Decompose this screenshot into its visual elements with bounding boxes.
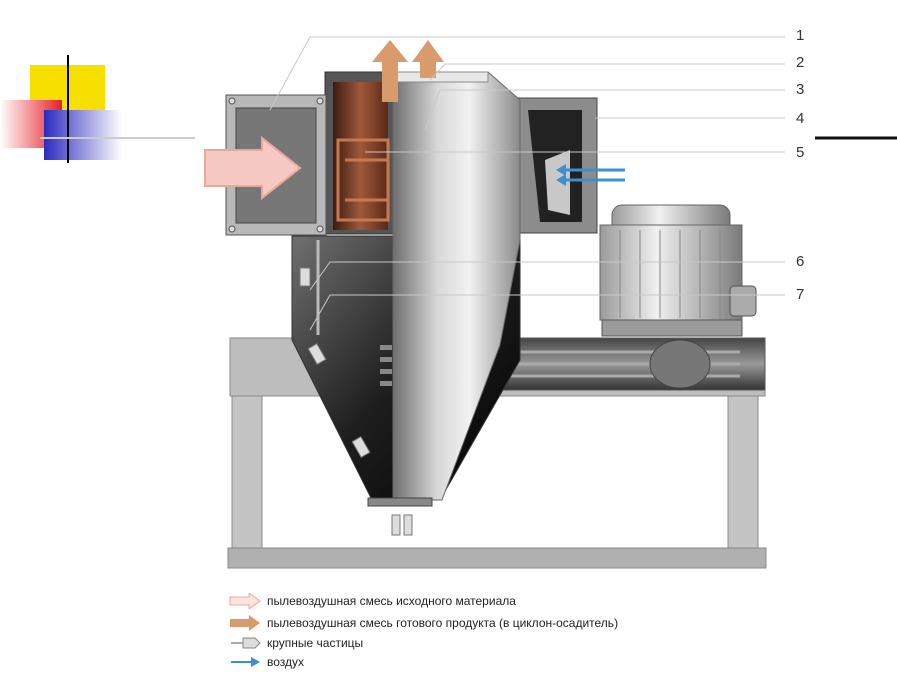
legend-item-feed: пылевоздушная смесь исходного материала (229, 592, 516, 610)
bottom-outlet (367, 497, 433, 507)
leader-lines (269, 36, 785, 331)
legend-item-coarse: крупные частицы (229, 634, 363, 652)
legend-label: воздух (267, 655, 305, 669)
callout-5: 5 (796, 144, 805, 161)
hollow-arrow-icon (229, 593, 261, 609)
coarse-particles (299, 267, 413, 536)
callout-3: 3 (796, 81, 805, 98)
callout-4: 4 (796, 110, 805, 127)
callout-6: 6 (796, 253, 805, 270)
callout-1: 1 (796, 27, 805, 44)
legend-item-product: пылевоздушная смесь готового продукта (в… (229, 614, 618, 632)
legend-label: крупные частицы (267, 636, 364, 650)
legend-label: пылевоздушная смесь готового продукта (в… (267, 616, 619, 630)
product-outlet-arrows (372, 40, 444, 102)
vent-slots (380, 345, 392, 386)
legend-label: пылевоздушная смесь исходного материала (267, 594, 516, 608)
feed-inlet-box (204, 94, 327, 236)
air-inlet-chamber (514, 97, 598, 234)
solid-orange-arrow-icon (229, 615, 261, 631)
callout-2: 2 (796, 54, 805, 71)
blue-arrow-icon (229, 654, 261, 670)
air-arrows (556, 164, 625, 186)
feed-arrow-icon (204, 135, 302, 201)
rotor-housing (324, 71, 396, 235)
logo-blue-block (44, 110, 122, 160)
motor (599, 204, 757, 337)
central-cylinder (392, 71, 521, 501)
product-arrow-icon (412, 40, 444, 78)
coarse-particle-icon (229, 635, 261, 651)
logo-mark (0, 55, 195, 163)
product-arrow-icon (372, 40, 408, 102)
callout-7: 7 (796, 286, 805, 303)
legend-item-air: воздух (229, 653, 304, 671)
